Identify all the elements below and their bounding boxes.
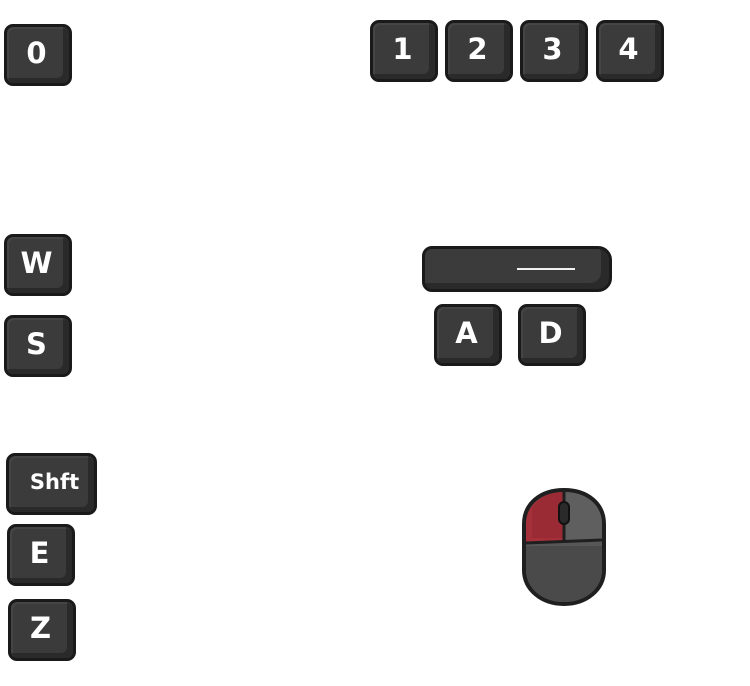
- mouse-right-button[interactable]: [564, 492, 602, 542]
- key-d-label: D: [538, 316, 563, 350]
- key-d[interactable]: D: [518, 304, 586, 366]
- key-z[interactable]: Z: [8, 599, 76, 661]
- key-shift[interactable]: Shft: [6, 453, 97, 515]
- key-2-label: 2: [467, 32, 488, 66]
- key-3[interactable]: 3: [520, 20, 588, 82]
- key-s-label: S: [26, 327, 47, 361]
- mouse-icon: [518, 486, 610, 608]
- key-2[interactable]: 2: [445, 20, 513, 82]
- key-s[interactable]: S: [4, 315, 72, 377]
- key-e[interactable]: E: [7, 524, 75, 586]
- mouse-wheel[interactable]: [558, 501, 570, 525]
- key-a[interactable]: A: [434, 304, 502, 366]
- key-0-label: 0: [26, 36, 47, 70]
- key-4-label: 4: [618, 32, 639, 66]
- key-space[interactable]: [422, 246, 612, 292]
- key-e-label: E: [29, 536, 50, 570]
- key-4[interactable]: 4: [596, 20, 664, 82]
- key-z-label: Z: [29, 611, 52, 645]
- mouse-left-shade: [532, 492, 564, 538]
- key-a-label: A: [455, 316, 478, 350]
- mouse-lower: [526, 546, 602, 602]
- space-bar-line: [517, 268, 575, 270]
- key-shift-label: Shft: [29, 470, 80, 494]
- key-w-label: W: [20, 246, 53, 280]
- key-1[interactable]: 1: [370, 20, 438, 82]
- mouse-svg: [522, 487, 606, 607]
- mouse-left-button[interactable]: [526, 492, 564, 542]
- key-1-label: 1: [392, 32, 413, 66]
- mouse-bottom-line: [525, 538, 603, 545]
- key-w[interactable]: W: [4, 234, 72, 296]
- key-3-label: 3: [542, 32, 563, 66]
- key-0[interactable]: 0: [4, 24, 72, 86]
